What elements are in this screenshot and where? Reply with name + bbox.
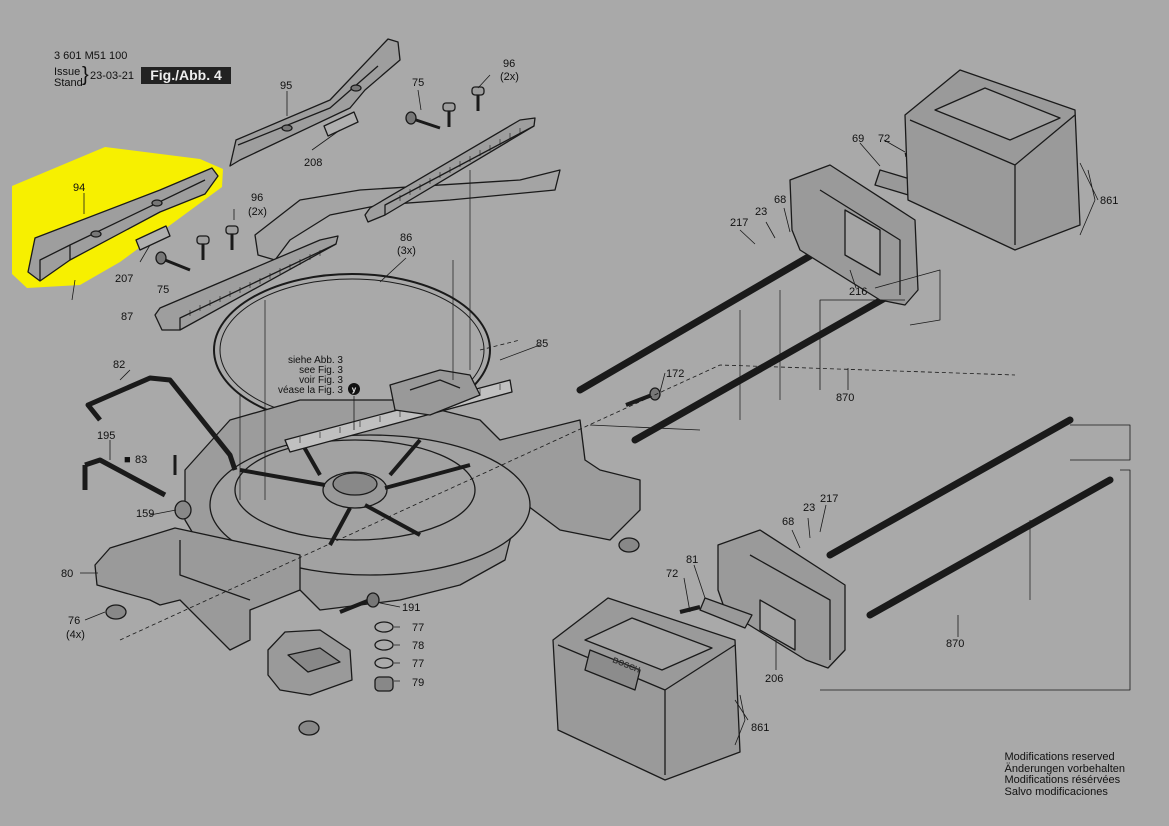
rod-lower-1 bbox=[826, 416, 1074, 559]
callout-23-upper: 23 bbox=[755, 206, 767, 218]
ref-note-en: see Fig. 3 bbox=[299, 365, 343, 376]
callout-68-upper: 68 bbox=[774, 194, 786, 206]
callout-206: 206 bbox=[765, 673, 783, 685]
pointer-arm bbox=[389, 369, 481, 416]
callout-870-lower: 870 bbox=[946, 638, 964, 650]
callout-86-qty: (3x) bbox=[397, 245, 416, 257]
callout-159: 159 bbox=[136, 508, 154, 520]
issue-date: 23-03-21 bbox=[90, 70, 135, 82]
handle-part-82 bbox=[85, 375, 238, 471]
callout-78: 78 bbox=[412, 640, 424, 652]
callout-81: 81 bbox=[686, 554, 698, 566]
bracket-lower bbox=[717, 529, 846, 669]
callout-87: 87 bbox=[121, 311, 133, 323]
callout-76: 76 bbox=[68, 615, 80, 627]
issue-label: Issue bbox=[54, 66, 81, 78]
callout-75-upper: 75 bbox=[412, 77, 424, 89]
callout-76-qty: (4x) bbox=[66, 629, 85, 641]
callout-870-upper: 870 bbox=[836, 392, 854, 404]
callout-83: 83 bbox=[135, 454, 147, 466]
base-frame bbox=[94, 527, 301, 651]
callout-85: 85 bbox=[536, 338, 548, 350]
callout-191: 191 bbox=[402, 602, 420, 614]
note-fr: Modifications résérvées bbox=[1004, 774, 1121, 786]
callout-96-lower: 96 bbox=[251, 192, 263, 204]
callout-69: 69 bbox=[852, 133, 864, 145]
stand-label: Stand bbox=[54, 77, 83, 89]
callout-68-lower: 68 bbox=[782, 516, 794, 528]
note-de: Änderungen vorbehalten bbox=[1004, 762, 1125, 775]
callout-861-lower: 861 bbox=[751, 722, 769, 734]
rod-upper-1 bbox=[576, 252, 814, 394]
ref-note-es: véase la Fig. 3 bbox=[278, 385, 343, 396]
callout-23-lower: 23 bbox=[803, 502, 815, 514]
callout-75-lower: 75 bbox=[157, 284, 169, 296]
callout-80: 80 bbox=[61, 568, 73, 580]
callout-217-lower: 217 bbox=[820, 493, 838, 505]
callout-96-upper-qty: (2x) bbox=[500, 71, 519, 83]
callout-72-upper: 72 bbox=[878, 133, 890, 145]
reference-badge-letter: y bbox=[352, 385, 357, 394]
callout-207: 207 bbox=[115, 273, 133, 285]
rod-upper-2 bbox=[631, 294, 889, 444]
callout-79: 79 bbox=[412, 677, 424, 689]
callout-83-marker: ■ bbox=[124, 454, 131, 466]
callout-216: 216 bbox=[849, 286, 867, 298]
ref-note-fr: voir Fig. 3 bbox=[299, 375, 343, 386]
brace: } bbox=[82, 64, 89, 86]
callout-94: 94 bbox=[73, 182, 85, 194]
callout-77-upper: 77 bbox=[412, 622, 424, 634]
note-es: Salvo modificaciones bbox=[1004, 785, 1108, 798]
callout-208: 208 bbox=[304, 157, 322, 169]
ref-note-de: siehe Abb. 3 bbox=[288, 355, 343, 366]
callout-96-upper: 96 bbox=[503, 58, 515, 70]
callout-96-lower-qty: (2x) bbox=[248, 206, 267, 218]
callout-861-upper: 861 bbox=[1100, 195, 1118, 207]
callout-82: 82 bbox=[113, 359, 125, 371]
callout-77-lower: 77 bbox=[412, 658, 424, 670]
callout-172: 172 bbox=[666, 368, 684, 380]
figure-label: Fig./Abb. 4 bbox=[141, 67, 231, 84]
callout-195: 195 bbox=[97, 430, 115, 442]
fence-part-95 bbox=[229, 38, 401, 167]
callout-95: 95 bbox=[280, 80, 292, 92]
note-en: Modifications reserved bbox=[1004, 751, 1115, 763]
callout-72-lower: 72 bbox=[666, 568, 678, 580]
footer-notes: Modifications reserved Änderungen vorbeh… bbox=[1004, 751, 1125, 798]
callout-217-upper: 217 bbox=[730, 217, 748, 229]
rail-part-87 bbox=[154, 235, 339, 331]
reference-badge bbox=[348, 383, 360, 395]
wrench-part-195 bbox=[84, 457, 167, 498]
part-number: 3 601 M51 100 bbox=[54, 50, 128, 62]
rod-lower-2 bbox=[866, 476, 1114, 619]
callout-86: 86 bbox=[400, 232, 412, 244]
